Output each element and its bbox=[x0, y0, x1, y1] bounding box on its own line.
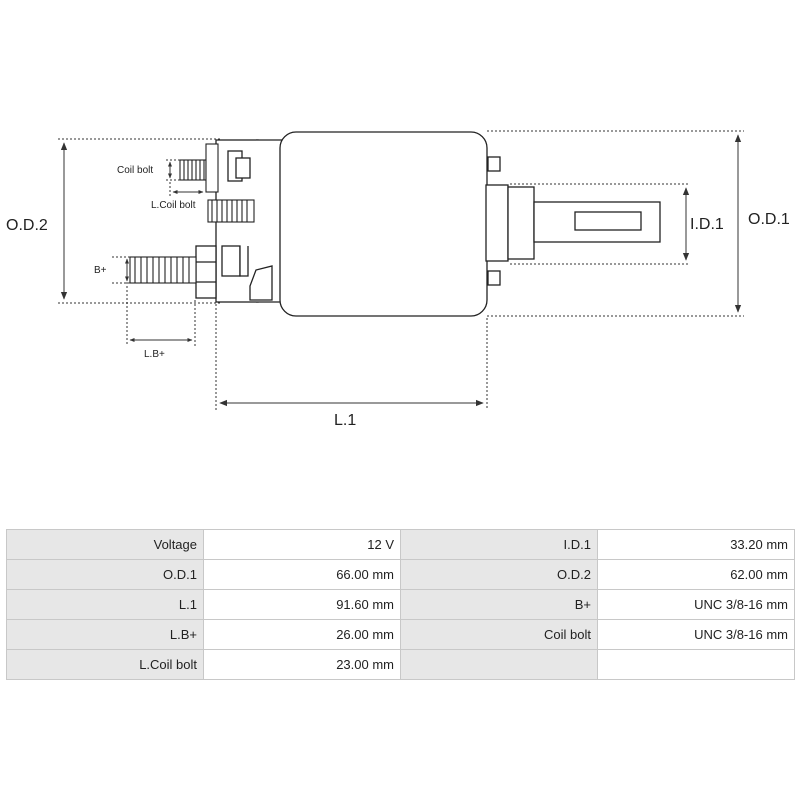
spec-key: I.D.1 bbox=[400, 529, 598, 560]
id1-label: I.D.1 bbox=[690, 216, 724, 233]
spec-value: 12 V bbox=[203, 529, 401, 560]
dimension-lines bbox=[58, 130, 744, 410]
specs-table: Voltage 12 V I.D.1 33.20 mm O.D.1 66.00 … bbox=[6, 529, 795, 680]
l-coil-bolt-label: L.Coil bolt bbox=[151, 200, 196, 211]
solenoid-technical-drawing: O.D.2 O.D.1 I.D.1 L.1 L.B+ B+ Coil bolt … bbox=[6, 130, 790, 429]
bplus-bolt bbox=[129, 256, 197, 284]
l-coil-bolt-thread bbox=[207, 199, 255, 223]
spec-key: L.B+ bbox=[6, 619, 204, 650]
spec-value: 91.60 mm bbox=[203, 589, 401, 620]
solenoid-body bbox=[195, 131, 661, 317]
spec-key: L.1 bbox=[6, 589, 204, 620]
table-row: Voltage 12 V I.D.1 33.20 mm bbox=[6, 529, 795, 560]
spec-value: 23.00 mm bbox=[203, 649, 401, 680]
spec-value: 33.20 mm bbox=[597, 529, 795, 560]
coil-bolt bbox=[179, 143, 219, 193]
table-row: L.B+ 26.00 mm Coil bolt UNC 3/8-16 mm bbox=[6, 619, 795, 650]
spec-key: B+ bbox=[400, 589, 598, 620]
od1-label: O.D.1 bbox=[748, 211, 790, 228]
table-row: L.Coil bolt 23.00 mm bbox=[6, 649, 795, 680]
spec-value bbox=[597, 649, 795, 680]
l1-label: L.1 bbox=[334, 412, 356, 429]
spec-value: 62.00 mm bbox=[597, 559, 795, 590]
spec-value: 66.00 mm bbox=[203, 559, 401, 590]
spec-value: UNC 3/8-16 mm bbox=[597, 619, 795, 650]
lb-label: L.B+ bbox=[144, 349, 165, 360]
od2-label: O.D.2 bbox=[6, 217, 48, 234]
spec-key: O.D.1 bbox=[6, 559, 204, 590]
spec-key: O.D.2 bbox=[400, 559, 598, 590]
spec-value: UNC 3/8-16 mm bbox=[597, 589, 795, 620]
coil-bolt-label: Coil bolt bbox=[117, 165, 153, 176]
table-row: O.D.1 66.00 mm O.D.2 62.00 mm bbox=[6, 559, 795, 590]
spec-key: L.Coil bolt bbox=[6, 649, 204, 680]
table-row: L.1 91.60 mm B+ UNC 3/8-16 mm bbox=[6, 589, 795, 620]
spec-key bbox=[400, 649, 598, 680]
bplus-label: B+ bbox=[94, 265, 107, 276]
spec-value: 26.00 mm bbox=[203, 619, 401, 650]
spec-key: Coil bolt bbox=[400, 619, 598, 650]
spec-key: Voltage bbox=[6, 529, 204, 560]
